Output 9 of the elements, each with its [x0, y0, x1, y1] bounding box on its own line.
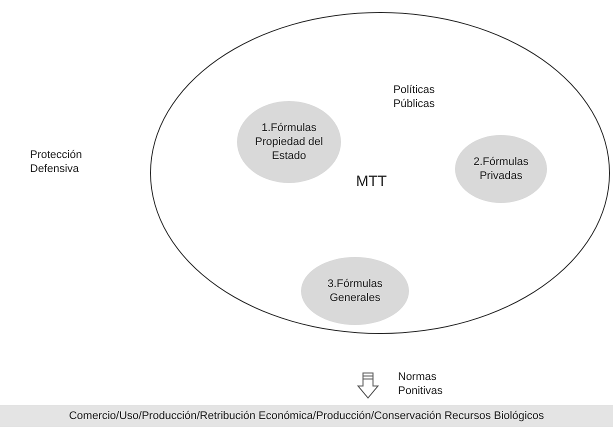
inner-ellipse: 1.Fórmulas Propiedad del Estado [237, 101, 341, 183]
center-label: MTT [356, 172, 387, 192]
band-text: Comercio/Uso/Producción/Retribución Económica/Producción/Conservación Recursos Biológicos [68, 408, 544, 424]
inner-ellipse: 2.Fórmulas Privadas [455, 135, 547, 203]
arrow-label: Normas Ponitivas [398, 370, 444, 398]
inner-ellipse: 3.Fórmulas Generales [301, 257, 409, 325]
ellipse-title: Políticas Públicas [392, 83, 436, 111]
text-band [0, 405, 613, 427]
side-label: Protección Defensiva [30, 148, 83, 176]
